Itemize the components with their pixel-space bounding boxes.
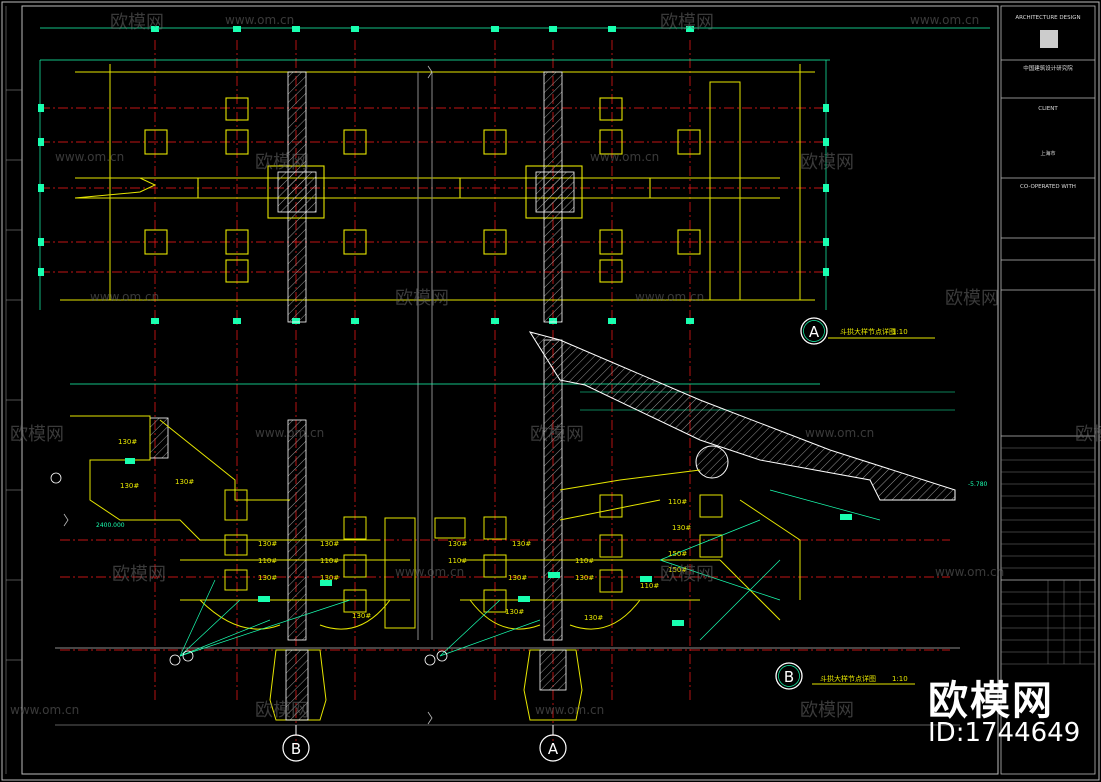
svg-text:www.om.cn: www.om.cn	[225, 13, 294, 27]
left-binding-strip	[5, 6, 22, 774]
svg-text:www.om.cn: www.om.cn	[935, 565, 1004, 579]
svg-text:www.om.cn: www.om.cn	[910, 13, 979, 27]
tb-client-label: CLIENT	[1038, 106, 1058, 112]
bracket-blocks	[144, 97, 701, 283]
dim-110-4: 110#	[575, 557, 594, 565]
elevation-label: 2400.000	[96, 522, 125, 529]
svg-text:欧模网: 欧模网	[800, 700, 854, 721]
view-scale-b: 1:10	[892, 675, 908, 683]
tb-client-value: 上海市	[1040, 150, 1055, 157]
inner-frame	[21, 5, 999, 775]
axis-a-label: A	[548, 740, 559, 758]
grid-axis-bubbles: B A	[282, 725, 567, 762]
section-view-b: 130# 130# 130# 130# 110# 130# 130# 110# …	[50, 330, 988, 745]
dim-130-12: 130#	[505, 608, 524, 616]
svg-text:欧模网: 欧模网	[110, 12, 164, 33]
elevation-label-2: -5.780	[968, 481, 988, 488]
red-centerlines	[40, 40, 830, 325]
svg-text:欧模网: 欧模网	[255, 152, 309, 173]
qr-code	[1040, 30, 1058, 48]
dim-130-2: 130#	[120, 482, 139, 490]
svg-text:欧模网: 欧模网	[10, 424, 64, 445]
svg-text:www.om.cn: www.om.cn	[590, 150, 659, 164]
svg-text:www.om.cn: www.om.cn	[90, 290, 159, 304]
svg-text:欧模网: 欧模网	[800, 152, 854, 173]
dim-130-1: 130#	[118, 438, 137, 446]
svg-text:www.om.cn: www.om.cn	[535, 703, 604, 717]
svg-text:www.om.cn: www.om.cn	[10, 703, 79, 717]
svg-text:www.om.cn: www.om.cn	[635, 290, 704, 304]
svg-text:欧模网: 欧模网	[255, 700, 309, 721]
dim-150-1: 150#	[668, 550, 687, 558]
svg-text:www.om.cn: www.om.cn	[55, 150, 124, 164]
view-scale-a: 1:10	[892, 328, 908, 336]
brand-watermark: 欧模网	[928, 678, 1054, 724]
dim-130-13: 130#	[584, 614, 603, 622]
view-title-b: 斗拱大样节点详图	[820, 674, 876, 683]
svg-text:www.om.cn: www.om.cn	[255, 426, 324, 440]
svg-text:欧模网: 欧模网	[530, 424, 584, 445]
axis-b-label: B	[291, 740, 301, 758]
model-id-watermark: ID:1744649	[928, 718, 1081, 748]
dim-130-6: 130#	[320, 540, 339, 548]
dim-130-11: 130#	[575, 574, 594, 582]
roof-eave	[528, 331, 956, 501]
dim-110-3: 110#	[448, 557, 467, 565]
view-marker-a: A 斗拱大样节点详图 1:10	[800, 317, 935, 345]
svg-text:欧模网: 欧模网	[945, 288, 999, 309]
dim-130-10: 130#	[512, 540, 531, 548]
dim-130-8: 130#	[448, 540, 467, 548]
watermarks: 欧模网 欧模网 欧模网 欧模网 欧模网 欧模网 欧模网 欧模网 欧模网 欧模网 …	[10, 12, 1101, 721]
view-marker-b-letter: B	[784, 668, 794, 686]
tb-firm: ARCHITECTURE DESIGN	[1015, 15, 1080, 21]
view-title-a: 斗拱大样节点详图	[840, 327, 896, 336]
view-marker-a-letter: A	[809, 323, 820, 341]
dim-110-6: 110#	[640, 582, 659, 590]
plan-view-a	[38, 26, 990, 640]
dim-130-9: 130#	[508, 574, 527, 582]
dim-110-1: 110#	[258, 557, 277, 565]
svg-text:欧模网: 欧模网	[660, 12, 714, 33]
tb-cooperated-label: CO-OPERATED WITH	[1020, 184, 1076, 190]
dim-130-3: 130#	[175, 478, 194, 486]
view-marker-b: B 斗拱大样节点详图 1:10	[775, 662, 915, 690]
dim-130-14: 130#	[672, 524, 691, 532]
dim-110-2: 110#	[320, 557, 339, 565]
svg-text:www.om.cn: www.om.cn	[805, 426, 874, 440]
title-block	[1000, 5, 1096, 775]
svg-text:欧模网: 欧模网	[660, 564, 714, 585]
svg-text:欧模网: 欧模网	[112, 564, 166, 585]
svg-text:www.om.cn: www.om.cn	[395, 565, 464, 579]
dim-130-7: 130#	[320, 574, 339, 582]
dim-130-4: 130#	[258, 540, 277, 548]
svg-text:欧模网: 欧模网	[1075, 424, 1101, 445]
svg-text:欧模网: 欧模网	[395, 288, 449, 309]
tb-firm-cn: 中国建筑设计研究院	[1023, 64, 1073, 72]
dim-150-2: 150#	[668, 566, 687, 574]
dim-130-15: 130#	[352, 612, 371, 620]
dim-110-5: 110#	[668, 498, 687, 506]
dim-130-5: 130#	[258, 574, 277, 582]
